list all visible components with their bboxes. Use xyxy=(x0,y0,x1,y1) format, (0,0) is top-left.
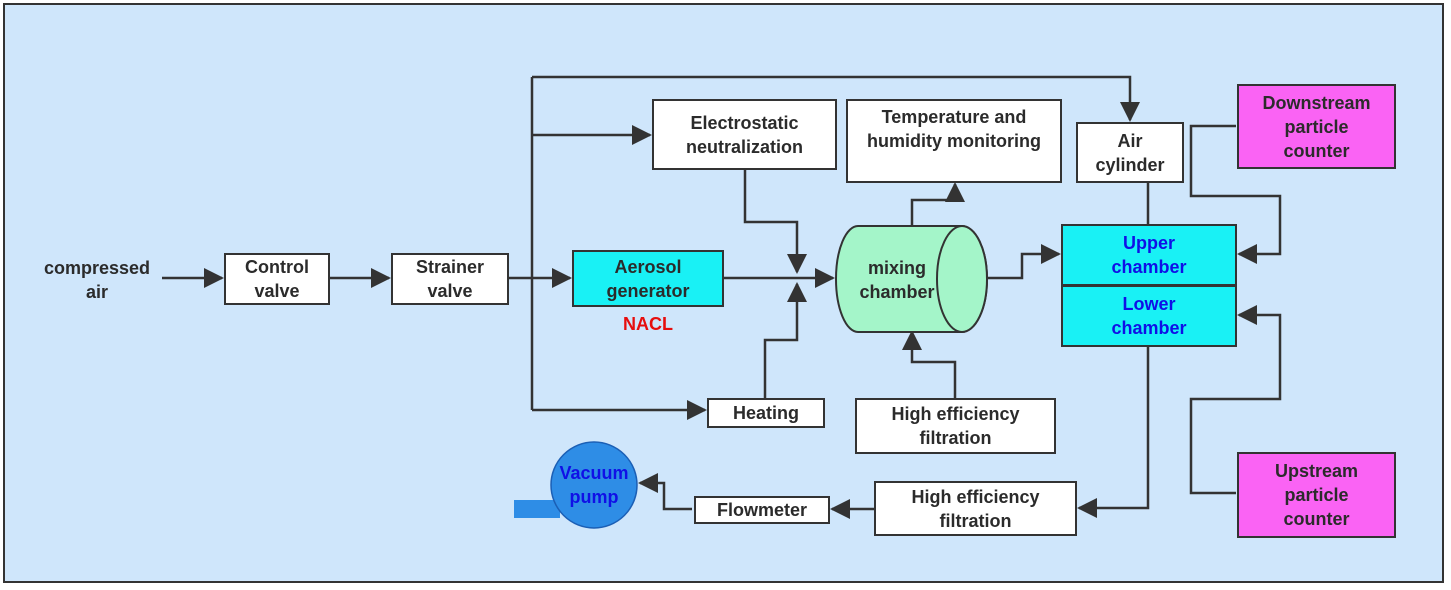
upstream-particle-counter-box: Upstream particle counter xyxy=(1237,452,1396,538)
strainer-valve-label: Strainer valve xyxy=(415,257,485,301)
compressed-air-label: compressed air xyxy=(43,258,151,302)
flowmeter-label: Flowmeter xyxy=(716,500,808,520)
upper-chamber-box: Upper chamber xyxy=(1061,224,1237,286)
downstream-particle-counter-box: Downstream particle counter xyxy=(1237,84,1396,169)
high-efficiency-filtration-bottom-label: High efficiency filtration xyxy=(911,486,1040,531)
arrow-filtration-to-mixing xyxy=(902,330,957,398)
high-efficiency-filtration-bottom-box: High efficiency filtration xyxy=(874,481,1077,536)
arrow-chamber-to-filtration xyxy=(1077,347,1150,518)
strainer-valve-box: Strainer valve xyxy=(391,253,509,305)
arrow-flowmeter-to-pump xyxy=(638,473,692,511)
flowmeter-box: Flowmeter xyxy=(694,496,830,524)
upper-chamber-label: Upper chamber xyxy=(1111,233,1187,277)
mixing-chamber-shape xyxy=(835,225,988,333)
lower-chamber-label: Lower chamber xyxy=(1111,294,1187,338)
temperature-humidity-label: Temperature and humidity monitoring xyxy=(867,107,1041,151)
electrostatic-neutralization-label: Electrostatic neutralization xyxy=(685,112,803,157)
temperature-humidity-box: Temperature and humidity monitoring xyxy=(846,99,1062,183)
mixing-chamber-label: mixing chamber xyxy=(859,258,935,302)
arrow-upstream-to-chamber xyxy=(1189,305,1282,495)
arrow-electrostatic-to-junction xyxy=(743,170,807,274)
aerosol-generator-label: Aerosol generator xyxy=(606,256,690,301)
high-efficiency-filtration-top-label: High efficiency filtration xyxy=(891,404,1020,448)
heating-label: Heating xyxy=(732,403,799,423)
arrow-mixing-to-chamber xyxy=(987,244,1061,280)
upstream-particle-counter-label: Upstream particle counter xyxy=(1274,461,1359,529)
aerosol-generator-box: Aerosol generator xyxy=(572,250,724,307)
air-cylinder-label: Air cylinder xyxy=(1095,130,1165,175)
control-valve-label: Control valve xyxy=(245,257,309,301)
arrow-mixing-to-temp xyxy=(910,182,965,226)
control-valve-box: Control valve xyxy=(224,253,330,305)
arrow-bus-to-air-cylinder xyxy=(532,75,1140,122)
vacuum-pump-label: Vacuum pump xyxy=(559,463,629,507)
lower-chamber-box: Lower chamber xyxy=(1061,285,1237,347)
vacuum-pump-icon xyxy=(514,441,638,529)
arrow-heating-to-junction xyxy=(763,282,807,398)
air-cylinder-box: Air cylinder xyxy=(1076,122,1184,183)
arrow-downstream-to-chamber xyxy=(1189,124,1282,264)
high-efficiency-filtration-top-box: High efficiency filtration xyxy=(855,398,1056,454)
heating-box: Heating xyxy=(707,398,825,428)
electrostatic-neutralization-box: Electrostatic neutralization xyxy=(652,99,837,170)
nacl-label: NACL xyxy=(623,314,673,334)
downstream-particle-counter-label: Downstream particle counter xyxy=(1262,92,1371,161)
